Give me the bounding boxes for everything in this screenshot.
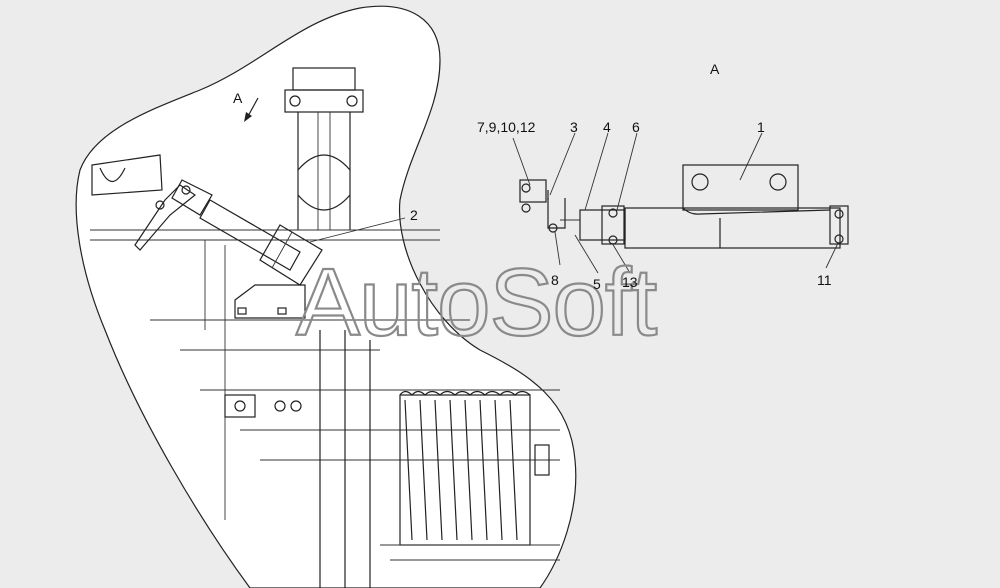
view-outline (75, 5, 577, 588)
leader-7-9-10-12 (512, 137, 531, 186)
watermark: AutoSoft (296, 249, 657, 356)
callout-4: 4 (603, 119, 611, 135)
rod-end-pin-top (834, 209, 844, 219)
lower-bracket-left (224, 394, 256, 418)
lever-pivot (155, 200, 165, 210)
detail-view (519, 164, 849, 249)
callout-13: 13 (622, 274, 638, 290)
leader-11 (825, 242, 839, 269)
view-label-right: А (710, 61, 720, 77)
bracket-block (234, 284, 306, 319)
bracket-nut-right (277, 307, 287, 315)
clamp-bolt-right (346, 95, 358, 107)
callout-11: 11 (817, 272, 832, 288)
cylinder-housing (624, 207, 841, 249)
callout-8: 8 (551, 272, 559, 288)
pulley-top-profile (399, 390, 531, 396)
mount-plate (682, 164, 799, 211)
leader-5 (574, 234, 599, 274)
tank-body (91, 154, 163, 196)
rod-end-eye (181, 185, 191, 195)
callout-3: 3 (570, 119, 578, 135)
clevis-pin-top (608, 208, 618, 218)
leader-2 (309, 217, 406, 243)
shaft-clamp (284, 89, 364, 113)
lower-bolt-1 (234, 400, 246, 412)
callout-2: 2 (410, 207, 418, 223)
callout-1: 1 (757, 119, 765, 135)
leader-6 (616, 132, 638, 211)
callout-6: 6 (632, 119, 640, 135)
callout-5: 5 (593, 276, 601, 292)
lower-bolt-3 (290, 400, 302, 412)
bracket-arm (547, 198, 566, 229)
shaft-curve (297, 154, 351, 171)
view-arrow-head (244, 112, 252, 122)
mount-bolt-left (691, 173, 709, 191)
cylinder-band (271, 231, 293, 269)
leader-4 (584, 132, 609, 211)
mount-bolt-right (769, 173, 787, 191)
leader-1 (739, 132, 763, 181)
shaft-curve-lower (297, 194, 351, 211)
lower-bolt-2 (274, 400, 286, 412)
pulley-ribs (404, 399, 518, 541)
rod-end-pin-bottom (834, 234, 844, 244)
view-label-left: А (233, 90, 243, 106)
bolt-head-bottom (521, 203, 531, 213)
rod-end-block (829, 205, 849, 245)
leader-13 (611, 242, 631, 274)
callout-7-9-10-12: 7,9,10,12 (477, 119, 536, 135)
tank-cutout (99, 167, 126, 183)
leader-lines (309, 132, 839, 274)
side-bracket (534, 444, 550, 476)
lever-arm (134, 184, 197, 251)
housing-taper (682, 207, 831, 215)
leader-3 (549, 132, 576, 196)
clevis-bracket (601, 205, 625, 245)
pin-8 (548, 223, 558, 233)
bolt-stack (519, 179, 547, 203)
clamp-bolt-left (289, 95, 301, 107)
leader-8 (554, 231, 561, 266)
cylinder-rod-end (171, 179, 213, 216)
bolt-head-top (521, 183, 531, 193)
cylinder-barrel (199, 199, 301, 271)
main-view (75, 5, 577, 588)
bracket-nut-left (237, 307, 247, 315)
